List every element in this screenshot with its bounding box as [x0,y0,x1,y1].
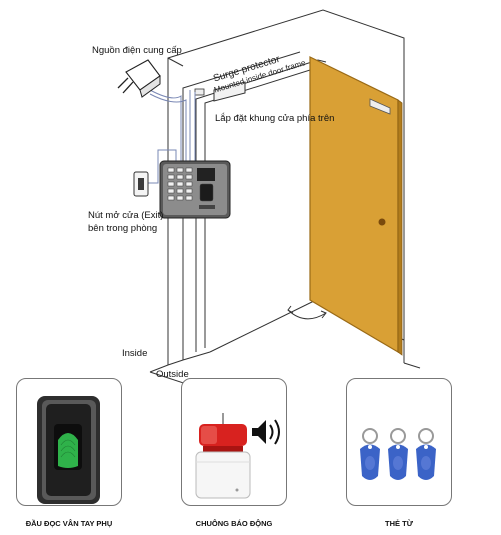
caption-rfid: THẺ TỪ [385,519,413,528]
exit-label-line2: bên trong phòng [88,223,158,234]
accessory-card-fingerprint-reader [16,378,122,506]
surge-protector-box [194,88,205,96]
door-knob-icon [378,218,386,226]
fingerprint-sensor-icon [199,183,214,202]
caption-fingerprint-reader: ĐẦU ĐỌC VÂN TAY PHỤ [25,519,113,528]
magnetic-lock [194,81,391,115]
fingerprint-terminal [159,160,231,219]
power-adapter-icon [117,59,161,98]
door-swing-arrow-icon [287,305,327,320]
door [309,56,403,356]
exit-button-label: Nút mở cửa (Exit) bên trong phòng [88,209,163,235]
exit-label-line1: Nút mở cửa (Exit) [88,210,164,221]
terminal-screen-icon [197,168,215,181]
outside-label: Outside [156,369,189,380]
wiring [148,89,196,184]
exit-button-icon [133,171,149,197]
caption-alarm: CHUÔNG BÁO ĐỘNG [195,519,273,528]
accessory-card-alarm [181,378,287,506]
inside-label: Inside [122,348,148,359]
power-supply-label: Nguồn điện cung cấp [92,45,182,56]
accessory-card-rfid [346,378,452,506]
frame-install-label: Lắp đặt khung cửa phía trên [215,113,335,124]
